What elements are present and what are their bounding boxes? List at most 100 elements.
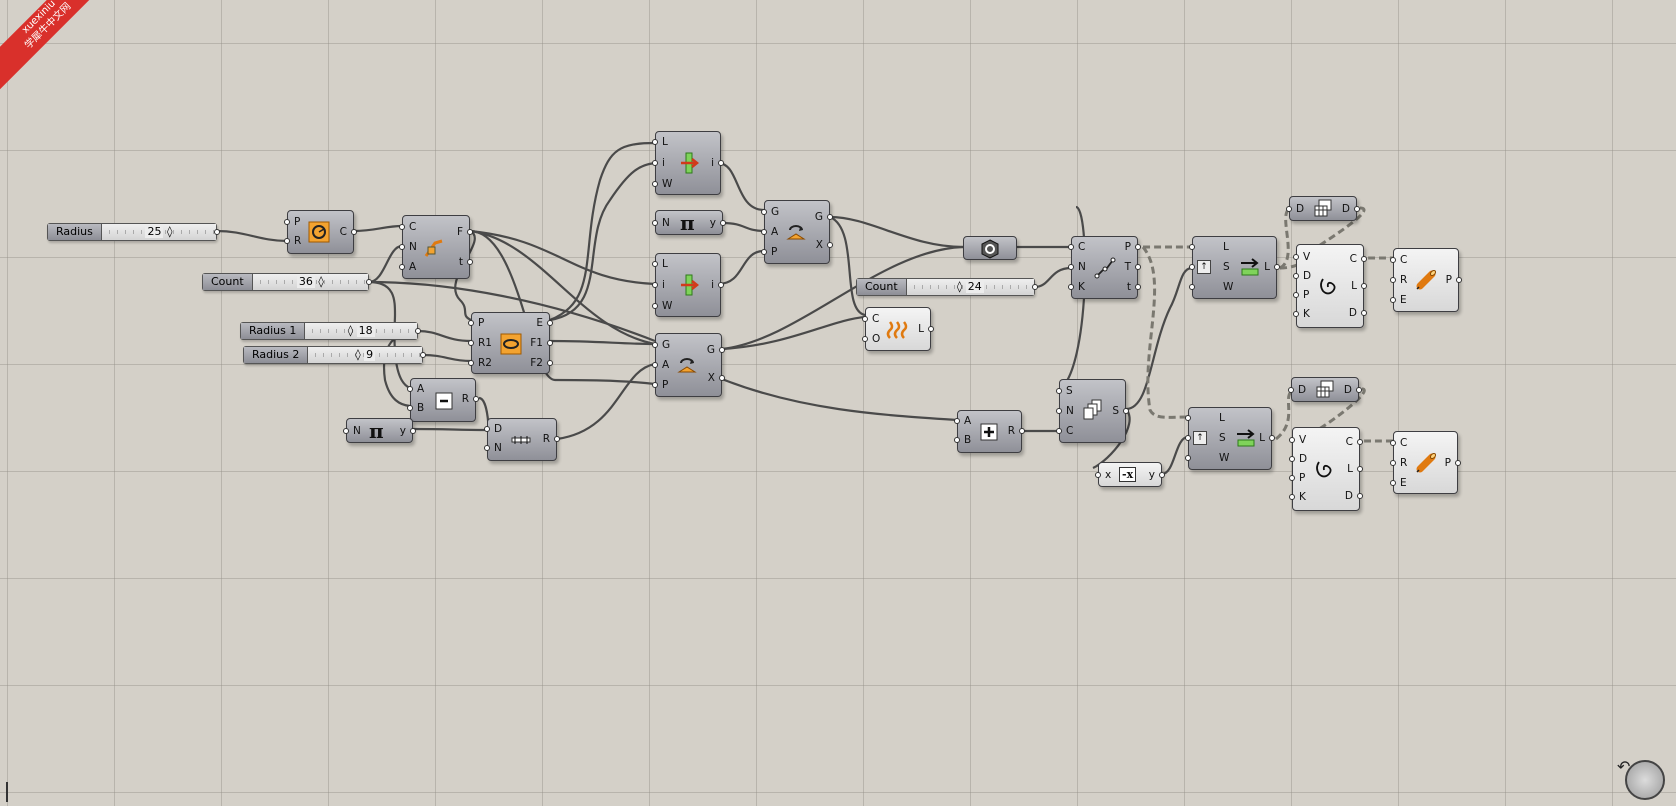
divide-curve-component[interactable]: C N A F t [399,215,473,279]
input-grip[interactable] [652,342,658,348]
output-e[interactable]: E [536,317,543,329]
pipe-component[interactable]: C R E P [1390,431,1461,494]
input-grip[interactable] [484,445,490,451]
input-r2[interactable]: R2 [478,357,492,369]
input-grip[interactable] [652,181,658,187]
circle-component[interactable]: P R C [284,210,357,254]
nurbs-curve-component[interactable]: V D P K C L D [1289,427,1363,511]
output-grip[interactable] [1356,387,1362,393]
input-p[interactable]: P [1299,472,1306,484]
input-r[interactable]: R [294,235,302,247]
input-n[interactable]: N [353,425,361,437]
output-c[interactable]: C [1345,436,1353,448]
pi-component[interactable]: N π y [652,210,726,235]
output-l[interactable]: L [1351,280,1357,292]
input-w[interactable]: W [1219,452,1230,464]
output-l[interactable]: L [1347,463,1353,475]
input-grip[interactable] [652,382,658,388]
output-grip[interactable] [473,396,479,402]
output-grip[interactable] [1019,428,1025,434]
output-x[interactable]: X [815,239,823,251]
input-grip[interactable] [1293,273,1299,279]
input-d[interactable]: D [1303,270,1312,282]
output-grip[interactable] [467,229,473,235]
output-t-param[interactable]: t [1126,281,1131,293]
input-grip[interactable] [1185,435,1191,441]
input-grip[interactable] [1293,292,1299,298]
output-l[interactable]: L [1264,261,1270,273]
input-grip[interactable] [399,264,405,270]
input-grip[interactable] [1289,494,1295,500]
input-p[interactable]: P [771,246,778,258]
output-grip[interactable] [547,340,553,346]
output-grip[interactable] [1135,284,1141,290]
input-s[interactable]: S [1219,432,1226,444]
output-y[interactable]: y [399,425,406,437]
input-s[interactable]: S [1066,385,1073,397]
output-t[interactable]: t [458,256,463,268]
input-k[interactable]: K [1303,308,1310,320]
input-grip[interactable] [468,360,474,366]
output-grip[interactable] [415,328,421,334]
output-grip[interactable] [718,282,724,288]
input-grip[interactable] [1293,254,1299,260]
rotate-component[interactable]: G A P G X [761,200,833,264]
output-i[interactable]: i [711,279,714,291]
input-grip[interactable] [954,418,960,424]
input-a[interactable]: A [964,415,972,427]
input-grip[interactable] [484,426,490,432]
output-grip[interactable] [467,259,473,265]
output-y[interactable]: y [1148,469,1155,481]
output-grip[interactable] [1357,493,1363,499]
input-e[interactable]: E [1400,477,1407,489]
input-grip[interactable] [1289,475,1295,481]
input-p[interactable]: P [294,216,301,228]
output-r[interactable]: R [461,393,469,405]
output-grip[interactable] [547,360,553,366]
input-grip[interactable] [1390,440,1396,446]
input-l[interactable]: L [1223,241,1229,253]
input-n[interactable]: N [494,442,502,454]
slider-track[interactable]: 25 ◊ [101,224,216,240]
input-grip[interactable] [1289,437,1295,443]
input-i[interactable]: i [662,157,665,169]
input-grip[interactable] [652,362,658,368]
input-v[interactable]: V [1299,434,1307,446]
output-grip[interactable] [928,326,934,332]
input-k[interactable]: K [1299,491,1306,503]
output-grip[interactable] [1357,466,1363,472]
output-grip[interactable] [1361,283,1367,289]
output-c[interactable]: C [339,226,347,238]
input-a[interactable]: A [409,261,417,273]
slider-track[interactable]: ◊ 18 [305,323,417,339]
input-grip[interactable] [652,139,658,145]
output-grip[interactable] [554,436,560,442]
output-grip[interactable] [1357,439,1363,445]
output-d[interactable]: D [1343,384,1352,396]
input-c[interactable]: C [1400,254,1408,266]
input-b[interactable]: B [964,434,972,446]
input-grip[interactable] [652,282,658,288]
input-w[interactable]: W [662,300,673,312]
output-f[interactable]: F [456,226,463,238]
input-r[interactable]: R [1400,457,1408,469]
input-v[interactable]: V [1303,251,1311,263]
input-i[interactable]: i [662,279,665,291]
slider-radius[interactable]: Radius 25 ◊ [47,223,220,241]
input-grip[interactable] [1185,455,1191,461]
output-grip[interactable] [1135,244,1141,250]
input-grip[interactable] [761,249,767,255]
input-g[interactable]: G [662,339,671,351]
join-curves-component[interactable] [963,236,1017,260]
output-grip[interactable] [214,229,220,235]
divide-length-component[interactable]: C N K P T t [1068,236,1141,299]
output-y[interactable]: y [709,217,716,229]
output-grip[interactable] [1455,460,1461,466]
input-grip[interactable] [468,320,474,326]
input-n[interactable]: N [1078,261,1086,273]
output-grip[interactable] [827,242,833,248]
slider-track[interactable]: ◊ 24 [906,279,1034,295]
input-r1[interactable]: R1 [478,337,492,349]
input-s[interactable]: S [1223,261,1230,273]
